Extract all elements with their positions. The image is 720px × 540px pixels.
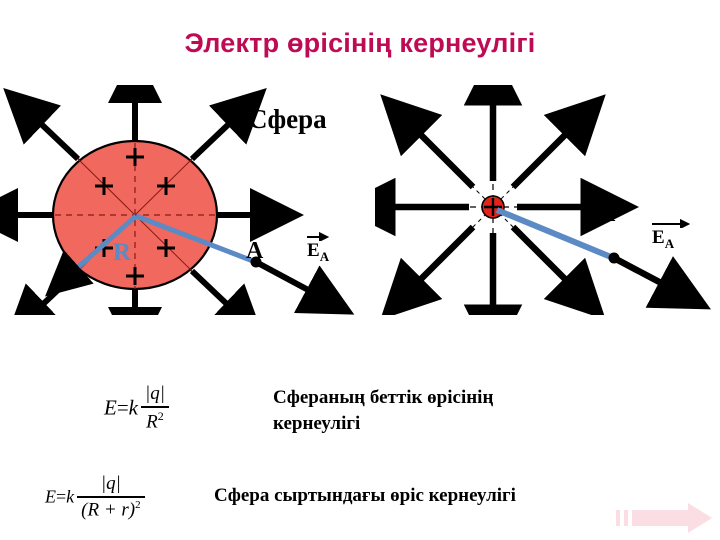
formula-1-denominator: R bbox=[146, 411, 158, 433]
formula-2-lhs: E bbox=[45, 486, 56, 507]
point-label-A-right: A bbox=[598, 201, 616, 227]
formula-2-caption: Сфера сыртындағы өріс кернеулігі bbox=[214, 485, 516, 506]
vector-arrow-icon-right bbox=[652, 219, 692, 228]
next-arrow-icon[interactable] bbox=[616, 503, 712, 533]
point-charge-diagram-svg bbox=[337, 47, 711, 363]
field-vector-text-right: EA bbox=[652, 228, 692, 250]
field-vector-text-left: EA bbox=[307, 241, 331, 263]
field-vector-at-A-right bbox=[612, 255, 711, 310]
formula-2-numerator: |q| bbox=[100, 473, 121, 494]
radius-label-R: R bbox=[113, 239, 132, 266]
formula-2-denominator: (R + r) bbox=[81, 499, 136, 521]
point-charge-plus-sign bbox=[484, 198, 502, 216]
formula-1-equals: = bbox=[116, 395, 129, 420]
formula-2-k: k bbox=[66, 486, 75, 507]
formula-surface-field: E=k |q| R2 bbox=[104, 383, 169, 433]
formula-2-exponent: 2 bbox=[135, 499, 141, 511]
field-vector-E-left: E bbox=[307, 240, 320, 261]
point-label-A-left: A bbox=[246, 238, 264, 264]
page-title: Электр өрісінің кернеулігі bbox=[184, 28, 536, 58]
vector-arrow-icon bbox=[307, 232, 331, 241]
field-vector-subscript-left: A bbox=[319, 248, 330, 264]
center-to-point-A-line bbox=[135, 213, 254, 264]
next-slide-arrow-button[interactable] bbox=[616, 503, 712, 533]
charged-sphere-field-diagram bbox=[0, 49, 370, 361]
formula-1-denominator-group: R2 bbox=[141, 408, 169, 433]
formula-2-denominator-group: (R + r)2 bbox=[77, 498, 144, 521]
formula-1-fraction-bar bbox=[141, 406, 169, 408]
field-vector-label-right: EA bbox=[652, 219, 692, 250]
field-vector-E-right: E bbox=[652, 227, 665, 248]
formula-1-k: k bbox=[128, 395, 138, 420]
sphere-caption-label: Сфера bbox=[248, 104, 327, 134]
radius-line-R bbox=[45, 214, 138, 297]
charge-to-point-A-line bbox=[495, 207, 613, 260]
field-line-arrows-right bbox=[337, 47, 639, 363]
sphere-diagram-svg bbox=[0, 49, 355, 361]
formula-outside-field: E=k |q| (R + r)2 bbox=[45, 473, 145, 521]
field-vector-at-A bbox=[254, 259, 355, 315]
formula-1-lhs: E bbox=[104, 395, 117, 420]
formula-1-caption: Сфераның беттік өрісінің кернеулігі bbox=[273, 387, 494, 434]
field-vector-subscript-right: A bbox=[664, 235, 675, 251]
formula-1-fraction: |q| R2 bbox=[141, 383, 169, 433]
formula-2-equals: = bbox=[56, 486, 67, 507]
formula-1-exponent: 2 bbox=[157, 409, 164, 423]
point-charge-field-diagram bbox=[337, 47, 720, 363]
formula-1-numerator: |q| bbox=[145, 383, 165, 404]
field-vector-label-left: EA bbox=[307, 232, 331, 263]
formula-2-fraction: |q| (R + r)2 bbox=[77, 473, 145, 521]
formula-2-fraction-bar bbox=[77, 496, 145, 498]
